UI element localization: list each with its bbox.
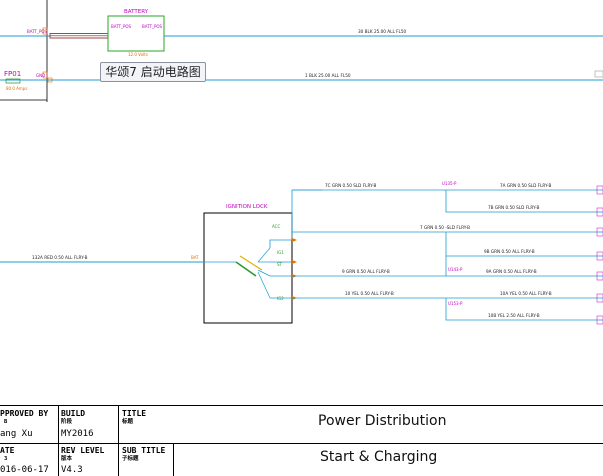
- rev-level-label: REV LEVEL: [61, 446, 105, 455]
- ig-pin-label: ST: [277, 262, 283, 267]
- battery-title: BATTERY: [124, 9, 149, 15]
- fuse-block: FP01 80.0 Amps: [0, 0, 48, 102]
- pin-label-second: GND: [36, 73, 45, 78]
- build-sublabel: 阶段: [61, 419, 73, 425]
- rev-level-sublabel: 版本: [61, 456, 73, 462]
- splice-label-3: U153-P: [448, 301, 463, 306]
- approved-by-sublabel: B: [4, 419, 8, 425]
- build-value: MY2016: [61, 429, 94, 439]
- ground-wire: GND 1 BLK 25.00 ALL FL50: [0, 70, 603, 83]
- battery-box: [107, 15, 165, 52]
- drawing-title: Power Distribution: [318, 413, 447, 429]
- wire-label-7: 7 GRN 0.50 -SLD FLRY-B: [420, 225, 470, 230]
- battery-voltage: 12.0 Volts: [128, 52, 148, 57]
- title-sublabel: 标题: [122, 419, 134, 425]
- splice-label-2: U143-P: [448, 267, 463, 272]
- wire-label-9: 9 GRN 0.50 ALL FLRY-B: [342, 269, 390, 274]
- date-sublabel: 3: [4, 456, 8, 462]
- rev-level-value: V4.3: [61, 465, 83, 475]
- wire-label-top: 30 BLK 25.00 ALL FL50: [358, 29, 407, 34]
- title-label: TITLE: [122, 409, 147, 418]
- ig-pin-label: IG1: [277, 250, 284, 255]
- date-value: 016-06-17: [0, 465, 49, 475]
- splice-label-1: U135-P: [442, 181, 457, 186]
- wire-label-second: 1 BLK 25.00 ALL FL50: [305, 73, 351, 78]
- ignition-lock-box: [203, 212, 293, 324]
- wire-label-feed: 132A RED 0.50 ALL FLRY-B: [32, 255, 88, 260]
- approved-by-label: PPROVED BY: [0, 409, 49, 418]
- title-block: PPROVED BY B ang Xu BUILD 阶段 MY2016 TITL…: [0, 405, 603, 476]
- fuse-symbol: [5, 78, 21, 84]
- wire-label-7b: 7B GRN 0.50 SLD FLRY-B: [488, 205, 539, 210]
- fuse-rating: 80.0 Amps: [6, 86, 27, 91]
- wire-label-10b: 10B YEL 2.50 ALL FLRY-B: [488, 313, 540, 318]
- date-label: ATE: [0, 446, 15, 455]
- ig-pin-label: IG2: [277, 296, 284, 301]
- approved-by-value: ang Xu: [0, 429, 33, 439]
- wiring-diagram-canvas: FP01 80.0 Amps BATT_POS BATTERY BATT_POS…: [0, 0, 603, 325]
- build-label: BUILD: [61, 409, 86, 418]
- divider: [173, 443, 174, 476]
- output-wiring: 7C GRN 0.50 SLD FLRY-B U135-P 7A GRN 0.5…: [292, 181, 603, 325]
- battery-circuit: BATT_POS BATTERY BATT_POS BATT_POS 12.0 …: [0, 9, 603, 57]
- diagram-caption: 华颂7 启动电路图: [100, 62, 206, 82]
- wire-label-7a: 7A GRN 0.50 SLD FLRY-B: [500, 183, 551, 188]
- wire-label-9b: 9B GRN 0.50 ALL FLRY-B: [484, 249, 535, 254]
- battery-pin-left: BATT_POS: [111, 24, 132, 29]
- wire-label-10a: 10A YEL 0.50 ALL FLRY-B: [500, 291, 552, 296]
- switch-contact: [235, 261, 257, 277]
- pin-label: BATT_POS: [27, 29, 48, 34]
- subtitle-label: SUB TITLE: [122, 446, 166, 455]
- battery-pin-right: BATT_POS: [142, 24, 163, 29]
- drawing-subtitle: Start & Charging: [320, 449, 438, 465]
- pin-label-feed: BAT: [191, 255, 199, 260]
- divider: [58, 406, 59, 476]
- subtitle-sublabel: 子标题: [122, 456, 139, 462]
- divider: [0, 443, 603, 444]
- ignition-lock: IGNITION LOCK 132A RED 0.50 ALL FLRY-B B…: [0, 189, 322, 324]
- fuse-block-label: FP01: [4, 70, 21, 78]
- wire-label-10: 10 YEL 0.50 ALL FLRY-B: [345, 291, 394, 296]
- divider: [118, 406, 119, 476]
- ignition-lock-title: IGNITION LOCK: [226, 204, 268, 210]
- wire-label-7c: 7C GRN 0.50 SLD FLRY-B: [325, 183, 377, 188]
- wire-label-9a: 9A GRN 0.50 ALL FLRY-B: [486, 269, 537, 274]
- ig-pin-label: ACC: [272, 224, 280, 229]
